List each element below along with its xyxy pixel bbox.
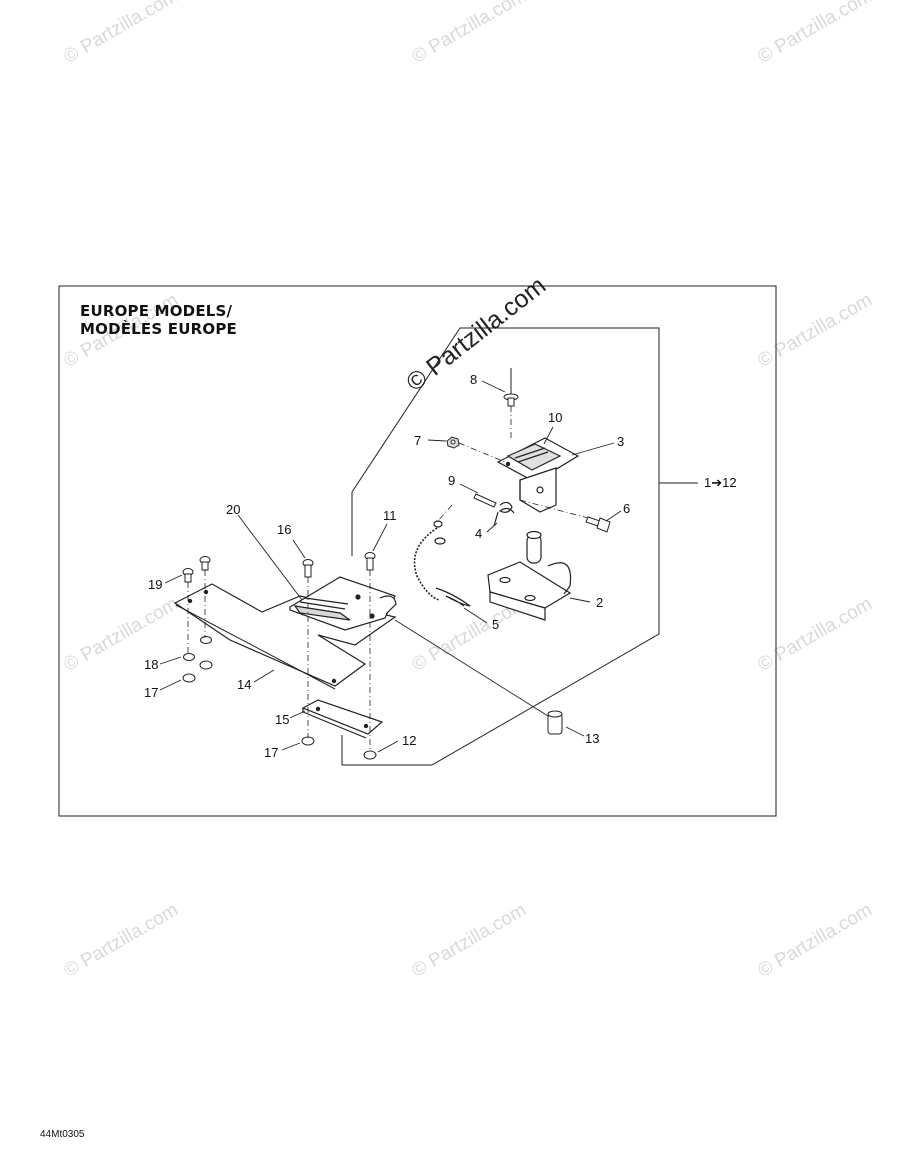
nut — [446, 436, 460, 449]
callout-13: 13 — [585, 731, 600, 746]
callout-18: 18 — [144, 657, 159, 672]
washers-and-nuts — [182, 636, 377, 760]
callout-11: 11 — [383, 508, 397, 523]
sleeve-leader — [394, 619, 549, 717]
callout-17-lower: 17 — [264, 745, 279, 760]
hitch-bracket — [289, 576, 397, 631]
diagram-title-en: EUROPE MODELS/ — [80, 302, 233, 320]
callout-16: 16 — [277, 522, 292, 537]
assembly-lines — [187, 406, 589, 752]
callout-2: 2 — [596, 595, 604, 610]
callout-6: 6 — [623, 501, 631, 516]
sleeve — [547, 710, 563, 735]
callout-7: 7 — [414, 433, 422, 448]
callout-15: 15 — [275, 712, 290, 727]
hair-pin — [433, 520, 471, 607]
callout-12: 12 — [402, 733, 417, 748]
callout-9: 9 — [448, 473, 456, 488]
upper-bracket — [496, 437, 580, 513]
assembly-outline — [341, 327, 660, 766]
diagram-title-fr: MODÈLES EUROPE — [80, 320, 237, 338]
callout-4: 4 — [475, 526, 483, 541]
callout-5: 5 — [492, 617, 500, 632]
rivet — [503, 368, 519, 407]
spring-clip — [493, 501, 515, 527]
carriage-bolts — [182, 552, 376, 583]
drawing-code: 44Mt0305 — [40, 1129, 85, 1140]
pin — [473, 493, 497, 508]
assembly-callout: 1➔12 — [704, 475, 737, 490]
callout-20: 20 — [226, 502, 241, 517]
callout-3: 3 — [617, 434, 625, 449]
hitch-hook — [487, 530, 572, 621]
callout-8: 8 — [470, 372, 478, 387]
safety-chain — [413, 527, 440, 601]
callout-14: 14 — [237, 677, 252, 692]
callout-17-left: 17 — [144, 685, 159, 700]
reinforcement-plate — [301, 699, 384, 739]
callout-19: 19 — [148, 577, 163, 592]
diagram-frame — [58, 285, 777, 817]
callout-leaders — [159, 380, 622, 753]
callout-10: 10 — [548, 410, 563, 425]
bolt — [585, 516, 611, 533]
